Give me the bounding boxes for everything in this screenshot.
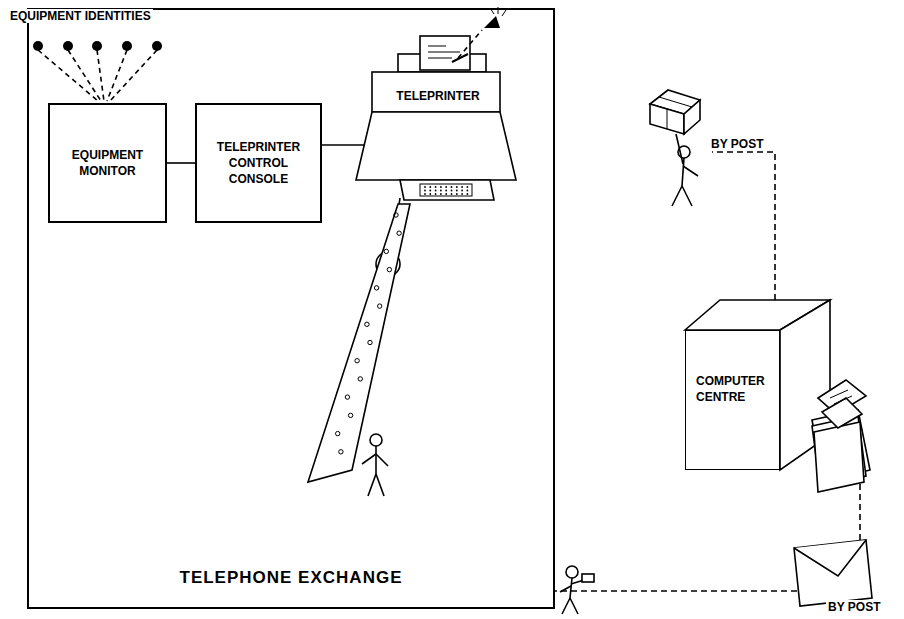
post-label: BY POST [826,600,882,614]
messenger-figure [560,566,594,614]
envelope [794,540,872,606]
group-label: EQUIPMENT IDENTITIES [8,9,153,23]
keyboard-dots [424,186,468,195]
node-text: COMPUTER CENTRE [696,373,773,405]
operator-figure [362,434,388,496]
node-text: TELEPRINTER [396,88,479,104]
computer-centre-cube [685,300,830,470]
process-box: TELEPRINTER CONTROL CONSOLE [195,103,322,223]
teleprinter-unit: TELEPRINTER [374,72,502,187]
node-text: TELEPHONE EXCHANGE [180,567,403,589]
parcel-post [650,90,775,300]
node-text: TELEPRINTER CONTROL CONSOLE [203,139,314,187]
identity-lamps [33,41,162,101]
connector-line [167,162,195,164]
reading-eye [458,7,506,58]
tape-holes [336,213,402,454]
post-label: BY POST [709,137,765,151]
node-text: EQUIPMENT MONITOR [56,147,159,179]
paper-tape [308,198,410,482]
process-box: EQUIPMENT MONITOR [48,103,167,223]
computer-centre-front: COMPUTER CENTRE [685,330,780,470]
exchange-boundary: TELEPHONE EXCHANGE EQUIPMENT MONITOR TELEP… [27,8,555,609]
printout-stack [812,380,870,492]
teleprinter-machine [356,36,516,200]
